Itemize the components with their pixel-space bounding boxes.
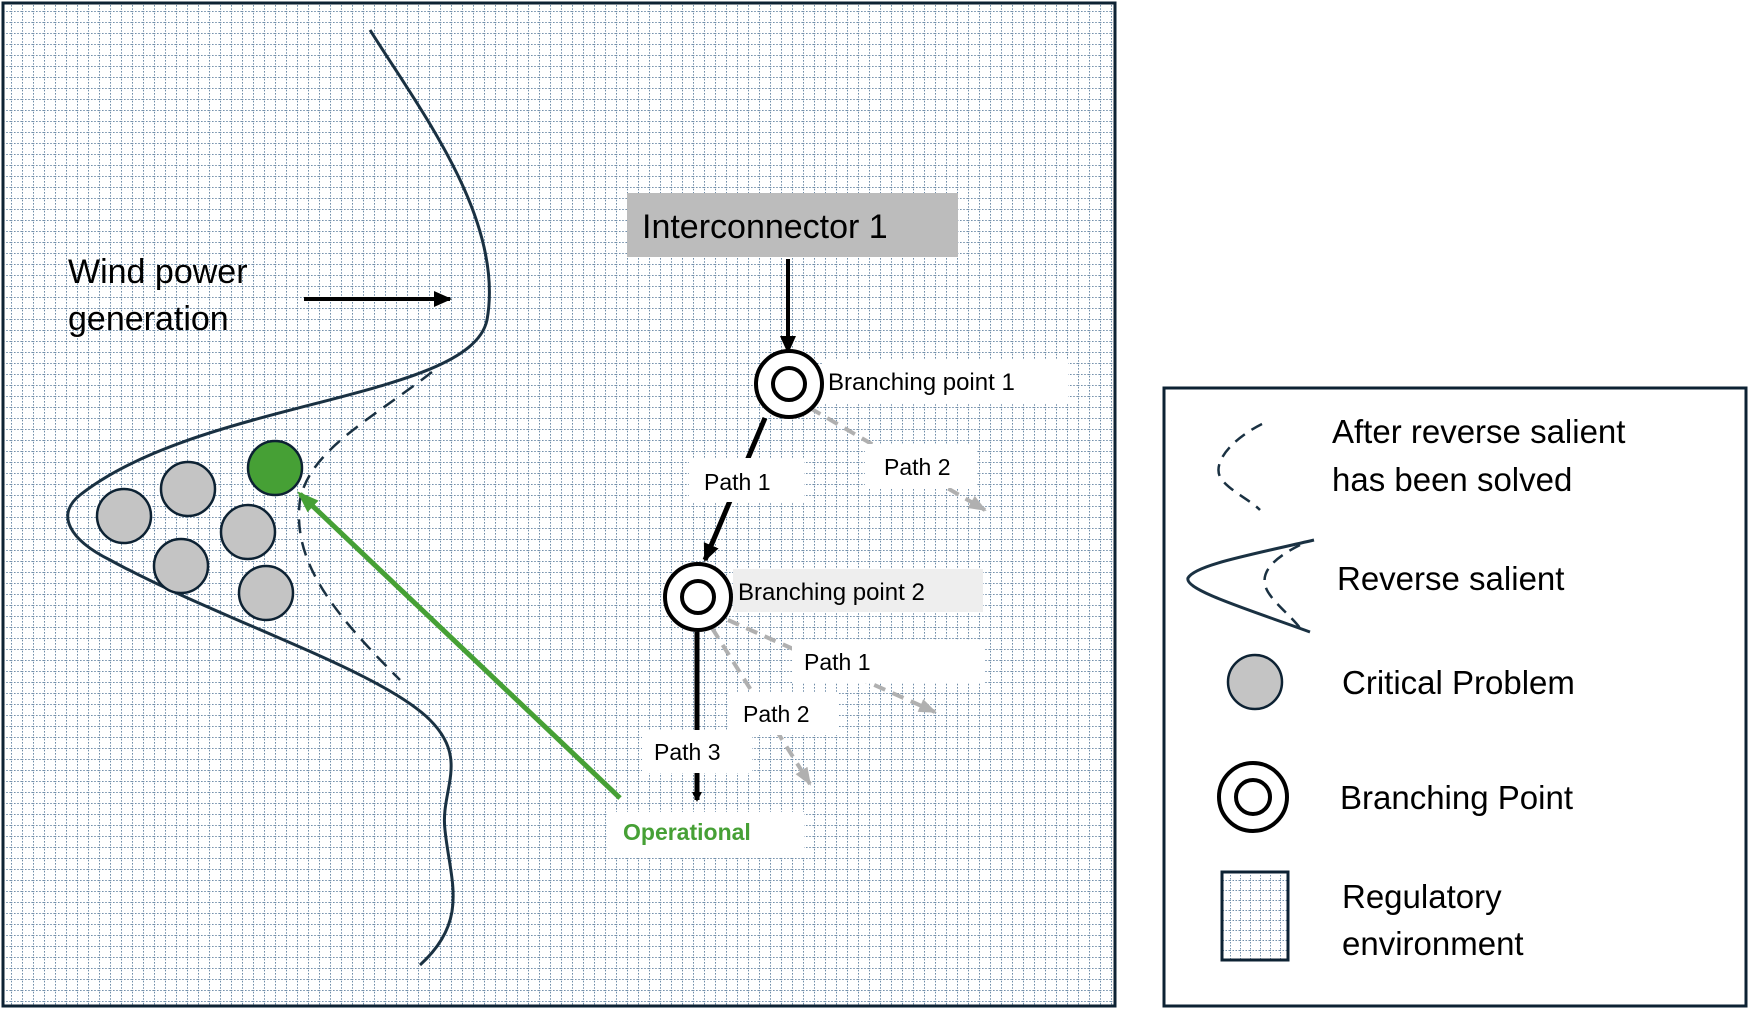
bp2-path1-label-bg — [792, 640, 985, 683]
operational-label-bg — [608, 812, 804, 857]
legend-reverse-salient-label: Reverse salient — [1337, 560, 1564, 597]
legend-dashed-curve-icon — [1217, 422, 1263, 511]
bp2-path3-label: Path 3 — [654, 739, 721, 765]
bp2-path1-label: Path 1 — [804, 649, 871, 675]
critical-problem-circle — [159, 460, 217, 518]
legend-branching-point-inner — [1234, 778, 1272, 816]
solved-critical-problem-circle — [246, 439, 304, 497]
legend-regulatory-icon — [1220, 870, 1290, 962]
bp1-path1-label: Path 1 — [704, 469, 771, 495]
bp2-path2-label: Path 2 — [743, 701, 810, 727]
branching-point-2-inner — [680, 579, 716, 615]
wind-power-label-line1: Wind power — [68, 253, 248, 291]
legend-critical-problem-label: Critical Problem — [1342, 664, 1575, 701]
legend-regulatory-line1: Regulatory — [1342, 878, 1502, 915]
legend-branching-point-label: Branching Point — [1340, 779, 1573, 816]
operational-label: Operational — [623, 819, 751, 845]
branching-point-1-inner — [771, 366, 807, 402]
critical-problem-circle — [95, 487, 153, 545]
operational-arrow — [297, 491, 622, 800]
legend-after-solved-line1: After reverse salient — [1332, 413, 1625, 450]
bp1-path2-label-bg — [865, 444, 977, 488]
wind-power-label-line2: generation — [68, 300, 229, 338]
bp1-path2-label: Path 2 — [884, 454, 951, 480]
bp2-path2-arrow — [710, 626, 812, 786]
branching-point-1-label: Branching point 1 — [828, 369, 1015, 396]
bp1-path1-label-bg — [689, 458, 804, 502]
legend-after-solved-line2: has been solved — [1332, 461, 1572, 498]
legend-critical-problem-icon — [1226, 653, 1284, 711]
branching-point-2-label: Branching point 2 — [738, 579, 925, 606]
bp2-path3-label-bg — [642, 730, 752, 773]
critical-problem-circle — [152, 537, 210, 595]
interconnector-label: Interconnector 1 — [642, 208, 888, 246]
branching-point-2-label-bg — [733, 569, 983, 612]
interconnector-box — [627, 193, 958, 257]
reverse-salient-curve — [66, 29, 491, 967]
bp2-path1-arrow — [727, 618, 937, 714]
legend-regulatory-line2: environment — [1342, 925, 1524, 962]
bp2-path2-label-bg — [728, 692, 838, 735]
critical-problem-circle — [219, 503, 277, 561]
branching-point-1-label-bg — [822, 359, 1068, 404]
legend-reverse-salient-dashed-icon — [1263, 543, 1301, 629]
critical-problem-circle — [237, 564, 295, 622]
legend-reverse-salient-icon — [1186, 538, 1315, 634]
